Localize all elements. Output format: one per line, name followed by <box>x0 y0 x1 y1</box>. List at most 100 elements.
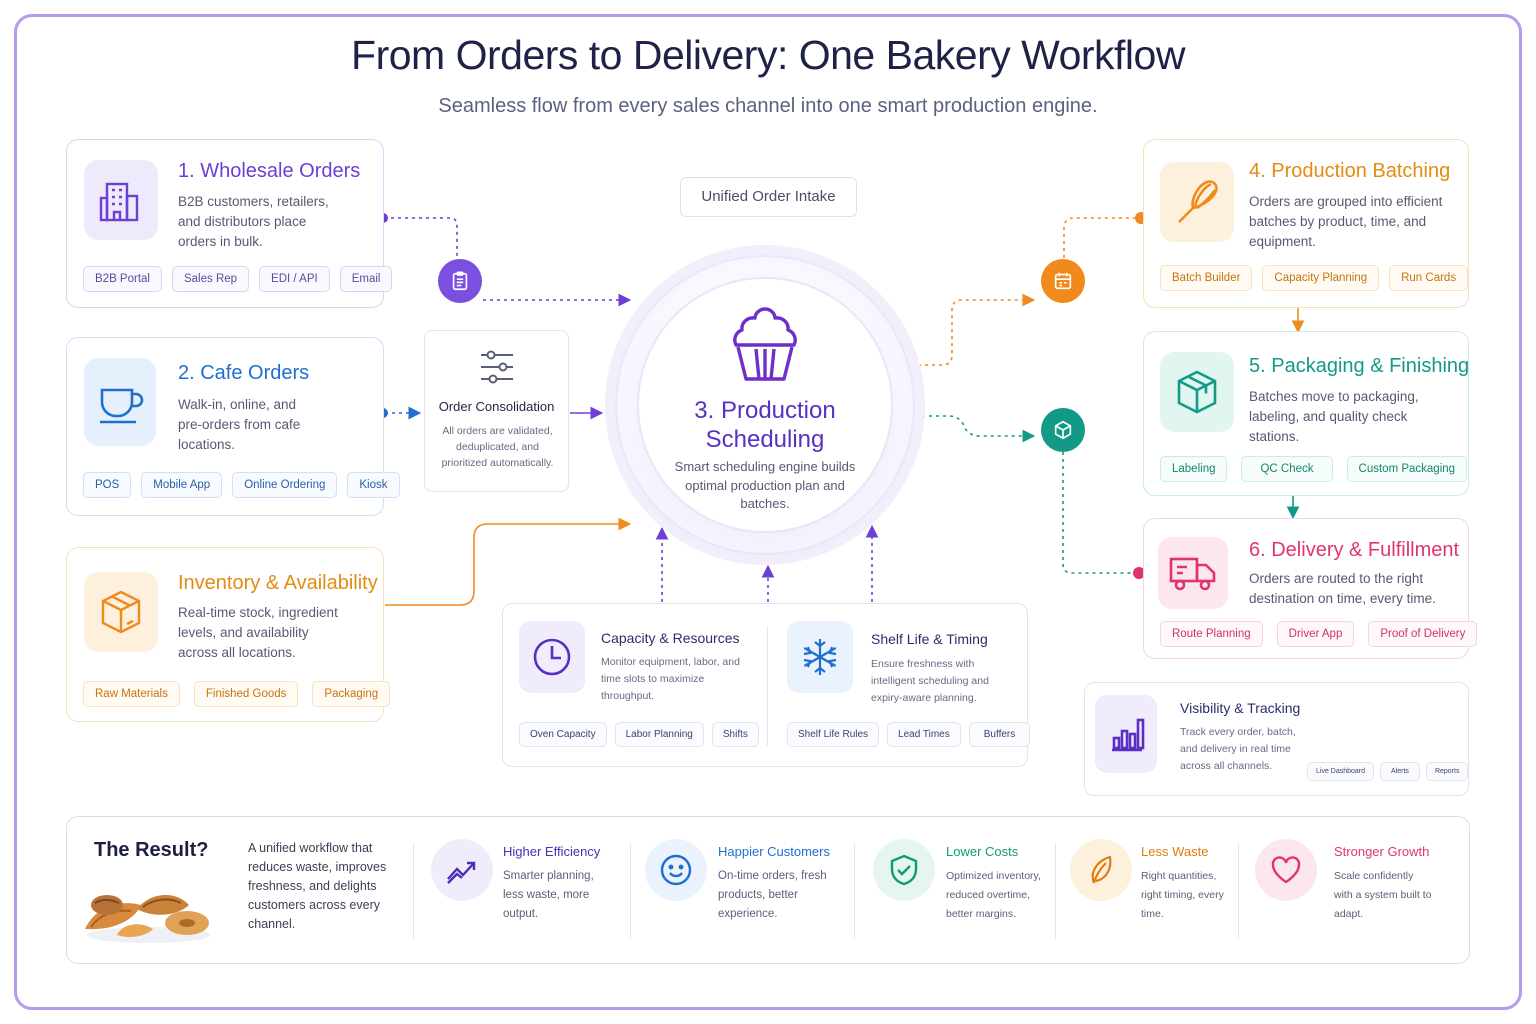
visibility-description: Track every order, batch, and delivery i… <box>1180 726 1296 772</box>
tag-buffers[interactable]: Buffers <box>968 722 1031 747</box>
capacity-title: Capacity & Resources <box>601 630 740 646</box>
result-divider <box>630 843 631 939</box>
tag-alerts[interactable]: Alerts <box>1380 762 1420 781</box>
card-description: Real-time stock, ingredient levels, and … <box>178 605 338 660</box>
pastries-image <box>77 869 217 950</box>
shelf-tags: Shelf Life Rules Lead Times Buffers <box>787 722 1031 747</box>
card-title: 5. Packaging & Finishing <box>1249 355 1470 377</box>
smile-icon <box>645 839 707 901</box>
tag-driver-app[interactable]: Driver App <box>1276 621 1355 647</box>
tag-row: Route Planning Driver App Proof of Deliv… <box>1160 621 1478 647</box>
tag-row: Labeling QC Check Custom Packaging <box>1160 456 1468 482</box>
result-divider <box>1238 843 1239 939</box>
tag-finished-goods[interactable]: Finished Goods <box>193 681 299 707</box>
tag-pos[interactable]: POS <box>83 472 132 498</box>
whisk-icon <box>1160 162 1234 242</box>
consolidation-title: Order Consolidation <box>438 399 555 414</box>
result-divider <box>413 843 414 939</box>
card-title: 4. Production Batching <box>1249 160 1451 182</box>
packaging-finishing-card[interactable]: 5. Packaging & Finishing Batches move to… <box>1143 331 1469 496</box>
result-item-title: Happier Customers <box>718 844 830 859</box>
tag-route-planning[interactable]: Route Planning <box>1160 621 1263 647</box>
result-heading: The Result? <box>94 839 209 861</box>
shelf-title: Shelf Life & Timing <box>871 631 988 647</box>
card-description: Walk-in, online, and pre-orders from caf… <box>178 397 301 452</box>
heart-icon <box>1255 839 1317 901</box>
production-batching-card[interactable]: 4. Production Batching Orders are groupe… <box>1143 139 1469 308</box>
tag-custom-packaging[interactable]: Custom Packaging <box>1346 456 1468 482</box>
result-lead-text: A unified workflow that reduces waste, i… <box>248 841 387 931</box>
package-icon <box>1160 352 1234 432</box>
page-subtitle: Seamless flow from every sales channel i… <box>438 95 1098 117</box>
tag-b2b-portal[interactable]: B2B Portal <box>83 266 162 292</box>
result-divider <box>1055 843 1056 939</box>
connector-dot <box>1133 567 1145 579</box>
result-item-title: Higher Efficiency <box>503 844 601 859</box>
tag-reports[interactable]: Reports <box>1425 762 1469 781</box>
box-icon <box>84 572 158 652</box>
result-panel: The Result? A unified workflow that redu… <box>66 816 1470 964</box>
tag-row: POS Mobile App Online Ordering Kiosk <box>83 472 400 498</box>
scheduling-inputs-panel: Capacity & Resources Monitor equipment, … <box>502 603 1031 767</box>
result-item-desc: On-time orders, fresh products, better e… <box>718 870 827 920</box>
order-consolidation-card[interactable]: Order Consolidation All orders are valid… <box>424 330 569 492</box>
tag-oven-capacity[interactable]: Oven Capacity <box>519 722 607 747</box>
shelf-description: Ensure freshness with intelligent schedu… <box>871 658 989 704</box>
visibility-title: Visibility & Tracking <box>1180 700 1301 716</box>
tag-raw-materials[interactable]: Raw Materials <box>83 681 180 707</box>
tag-mobile-app[interactable]: Mobile App <box>141 472 223 498</box>
cupcake-icon <box>726 303 804 392</box>
tag-shelf-life-rules[interactable]: Shelf Life Rules <box>787 722 880 747</box>
bar-chart-icon <box>1095 695 1157 773</box>
consolidation-description: All orders are validated, deduplicated, … <box>441 425 554 469</box>
cube-icon <box>1041 408 1085 452</box>
card-description: Orders are grouped into efficient batche… <box>1249 194 1443 249</box>
tag-batch-builder[interactable]: Batch Builder <box>1160 265 1253 291</box>
tag-packaging[interactable]: Packaging <box>312 681 391 707</box>
capacity-description: Monitor equipment, labor, and time slots… <box>601 656 740 702</box>
clock-icon <box>519 621 585 693</box>
tag-labeling[interactable]: Labeling <box>1160 456 1228 482</box>
result-item-desc: Optimized inventory, reduced overtime, b… <box>946 870 1041 920</box>
inventory-card[interactable]: Inventory & Availability Real-time stock… <box>66 547 391 722</box>
tag-capacity-planning[interactable]: Capacity Planning <box>1262 265 1380 291</box>
clipboard-icon <box>438 259 482 303</box>
tag-qc-check[interactable]: QC Check <box>1241 456 1333 482</box>
cafe-orders-card[interactable]: 2. Cafe Orders Walk-in, online, and pre-… <box>66 337 400 516</box>
tag-sales-rep[interactable]: Sales Rep <box>171 266 250 292</box>
card-title: 1. Wholesale Orders <box>178 160 361 182</box>
panel-divider <box>767 626 768 746</box>
capacity-tags: Oven Capacity Labor Planning Shifts <box>519 722 759 747</box>
result-item-desc: Smarter planning, less waste, more outpu… <box>503 870 594 920</box>
tag-email[interactable]: Email <box>339 266 393 292</box>
visibility-tracking-card[interactable]: Visibility & Tracking Track every order,… <box>1084 682 1469 796</box>
tag-shifts[interactable]: Shifts <box>711 722 759 747</box>
tag-run-cards[interactable]: Run Cards <box>1389 265 1469 291</box>
delivery-fulfillment-card[interactable]: 6. Delivery & Fulfillment Orders are rou… <box>1143 518 1478 659</box>
card-title: 2. Cafe Orders <box>178 362 310 384</box>
sliders-icon <box>477 347 517 392</box>
result-item-title: Stronger Growth <box>1334 844 1430 859</box>
card-title: 6. Delivery & Fulfillment <box>1249 539 1460 561</box>
tag-row: B2B Portal Sales Rep EDI / API Email <box>83 266 393 292</box>
tag-edi-api[interactable]: EDI / API <box>259 266 330 292</box>
tag-live-dashboard[interactable]: Live Dashboard <box>1307 762 1375 781</box>
card-title: Inventory & Availability <box>178 572 378 594</box>
result-divider <box>854 843 855 939</box>
result-item-desc: Right quantities, right timing, every ti… <box>1141 870 1224 920</box>
tag-labor-planning[interactable]: Labor Planning <box>614 722 704 747</box>
tag-online-ordering[interactable]: Online Ordering <box>232 472 338 498</box>
tag-lead-times[interactable]: Lead Times <box>887 722 961 747</box>
tag-kiosk[interactable]: Kiosk <box>347 472 400 498</box>
snowflake-icon <box>787 621 853 693</box>
production-scheduling-hub[interactable] <box>637 277 893 533</box>
building-icon <box>84 160 158 240</box>
card-description: Orders are routed to the right destinati… <box>1249 571 1436 606</box>
wholesale-orders-card[interactable]: 1. Wholesale Orders B2B customers, retai… <box>66 139 393 308</box>
coffee-cup-icon <box>84 358 156 446</box>
result-item-desc: Scale confidently with a system built to… <box>1334 870 1432 920</box>
calendar-icon <box>1041 259 1085 303</box>
hub-title: 3. Production Scheduling <box>694 397 836 453</box>
tag-proof-of-delivery[interactable]: Proof of Delivery <box>1368 621 1478 647</box>
